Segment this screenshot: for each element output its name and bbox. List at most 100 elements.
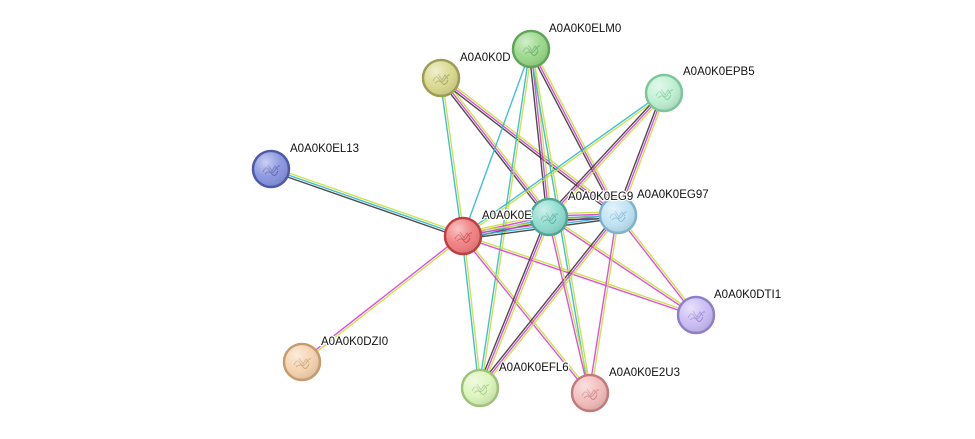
node-label: A0A0K0EL13 [290,143,359,155]
interaction-edge[interactable] [461,234,592,395]
evidence-line [462,48,532,237]
interaction-edge[interactable] [615,92,667,216]
evidence-line [477,215,548,388]
interaction-edge[interactable] [439,77,465,237]
evidence-line [590,215,620,394]
node-highlight [573,376,607,410]
protein-node[interactable] [443,216,483,256]
interaction-edge[interactable] [462,234,697,317]
evidence-line [588,214,618,393]
evidence-line [532,48,552,217]
node-highlight [679,298,713,332]
evidence-line [481,215,621,390]
evidence-line [442,76,552,217]
evidence-line [547,217,590,394]
evidence-line [530,48,550,218]
protein-node[interactable] [421,58,461,98]
protein-node[interactable] [529,197,569,237]
evidence-line [463,234,592,393]
evidence-line [615,92,663,215]
evidence-line [461,91,664,236]
evidence-line [528,49,548,218]
evidence-line [528,49,617,217]
interaction-edge[interactable] [546,91,667,219]
evidence-line [549,215,697,315]
protein-node[interactable] [644,73,684,113]
evidence-line [478,48,531,388]
evidence-line [548,217,696,317]
node-label: A0A0K0ELM0 [549,23,621,35]
interaction-edge[interactable] [528,48,552,218]
interaction-edge[interactable] [270,166,464,239]
interaction-edge[interactable] [528,47,621,217]
node-layer [251,29,716,413]
evidence-line [440,77,619,216]
evidence-line [619,93,667,216]
interaction-edge[interactable] [547,216,592,394]
node-label: A0A0K0DTI1 [714,289,781,301]
node-label: A0A0K0EG97 [637,189,709,201]
evidence-line [548,92,665,218]
evidence-line [461,236,480,389]
node-highlight [463,371,497,405]
node-highlight [254,152,288,186]
evidence-line [530,48,619,216]
node-highlight [532,200,566,234]
evidence-line [462,236,696,317]
node-label: A0A0K0DZI0 [321,336,388,348]
evidence-line [549,216,592,393]
interaction-edge[interactable] [461,91,666,238]
evidence-line [439,79,618,218]
interaction-edge[interactable] [548,215,697,317]
node-label: A0A0K0E [482,210,532,222]
evidence-line [438,78,548,219]
evidence-line [463,234,697,315]
evidence-line [441,75,620,214]
evidence-line [439,78,463,237]
evidence-line [477,213,617,388]
edge-layer [270,47,698,395]
node-label: A0A0K0D [460,52,511,64]
interaction-edge[interactable] [616,213,698,317]
node-highlight [285,345,319,379]
node-label: A0A0K0EFL6 [499,362,569,374]
interaction-edge[interactable] [462,48,532,237]
evidence-line [616,215,696,317]
evidence-line [461,236,590,395]
node-label: A0A0K0EPB5 [683,66,755,78]
interaction-edge[interactable] [478,48,533,389]
interaction-edge[interactable] [300,234,465,364]
evidence-line [481,217,552,390]
node-highlight [446,219,480,253]
node-highlight [647,76,681,110]
node-highlight [514,32,548,66]
interaction-edge[interactable] [477,213,621,390]
evidence-line [546,91,663,217]
interaction-edge[interactable] [477,215,552,390]
evidence-line [480,49,533,389]
evidence-line [617,92,665,216]
node-label: A0A0K0E2U3 [609,367,680,379]
evidence-line [463,93,666,238]
interaction-edge[interactable] [461,235,482,389]
node-label: A0A0K0EG9 [568,191,633,203]
interaction-edge[interactable] [439,75,620,218]
evidence-line [441,77,465,236]
interaction-edge[interactable] [588,214,620,394]
protein-node[interactable] [460,368,500,408]
evidence-line [479,216,550,389]
protein-node[interactable] [676,295,716,335]
evidence-line [479,214,619,389]
node-highlight [424,61,458,95]
evidence-line [302,236,465,364]
protein-node[interactable] [511,29,551,69]
protein-node[interactable] [282,342,322,382]
protein-node[interactable] [570,373,610,413]
node-highlight [601,198,635,232]
evidence-line [618,213,698,315]
protein-node[interactable] [598,195,638,235]
evidence-line [270,170,463,239]
evidence-line [550,93,667,219]
protein-node[interactable] [251,149,291,189]
